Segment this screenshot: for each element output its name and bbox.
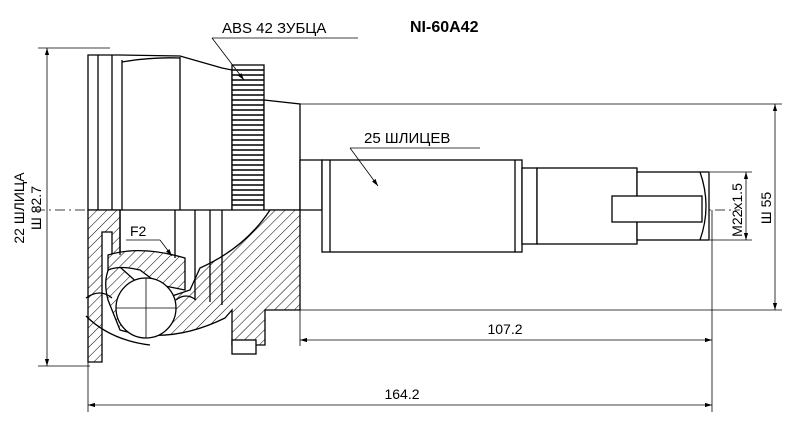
- abs-label: ABS 42 ЗУБЦА: [222, 20, 326, 37]
- shaft-diameter-label: Ш 55: [758, 192, 774, 225]
- joint-section: [85, 209, 301, 363]
- thread-label: M22x1.5: [729, 183, 745, 237]
- abs-ring: [231, 64, 265, 211]
- shaft-length-label: 107.2: [487, 321, 522, 337]
- total-length-dimension: 164.2: [87, 346, 713, 412]
- section-callout: F2: [126, 223, 173, 257]
- outer-splines-callout: 25 ШЛИЦЕВ: [349, 130, 480, 187]
- thread-dimension: M22x1.5: [710, 171, 752, 241]
- outer-splines-label: 25 ШЛИЦЕВ: [364, 130, 450, 147]
- shaft-diameter-dimension: Ш 55: [300, 103, 782, 311]
- total-length-label: 164.2: [384, 386, 419, 402]
- outer-diameter-dimension: 22 ШЛИЦА Ш 82.7: [11, 47, 110, 367]
- abs-callout: ABS 42 ЗУБЦА: [211, 20, 358, 81]
- section-label: F2: [130, 223, 147, 239]
- shaft-length-dimension: 107.2: [299, 210, 713, 346]
- joint-stem: [263, 99, 323, 211]
- part-number: NI-60A42: [410, 19, 479, 36]
- joint-housing: [87, 54, 233, 211]
- outer-diameter-label: Ш 82.7: [28, 186, 44, 230]
- inner-splines-label: 22 ШЛИЦА: [11, 172, 27, 244]
- spline-shaft: [321, 159, 710, 253]
